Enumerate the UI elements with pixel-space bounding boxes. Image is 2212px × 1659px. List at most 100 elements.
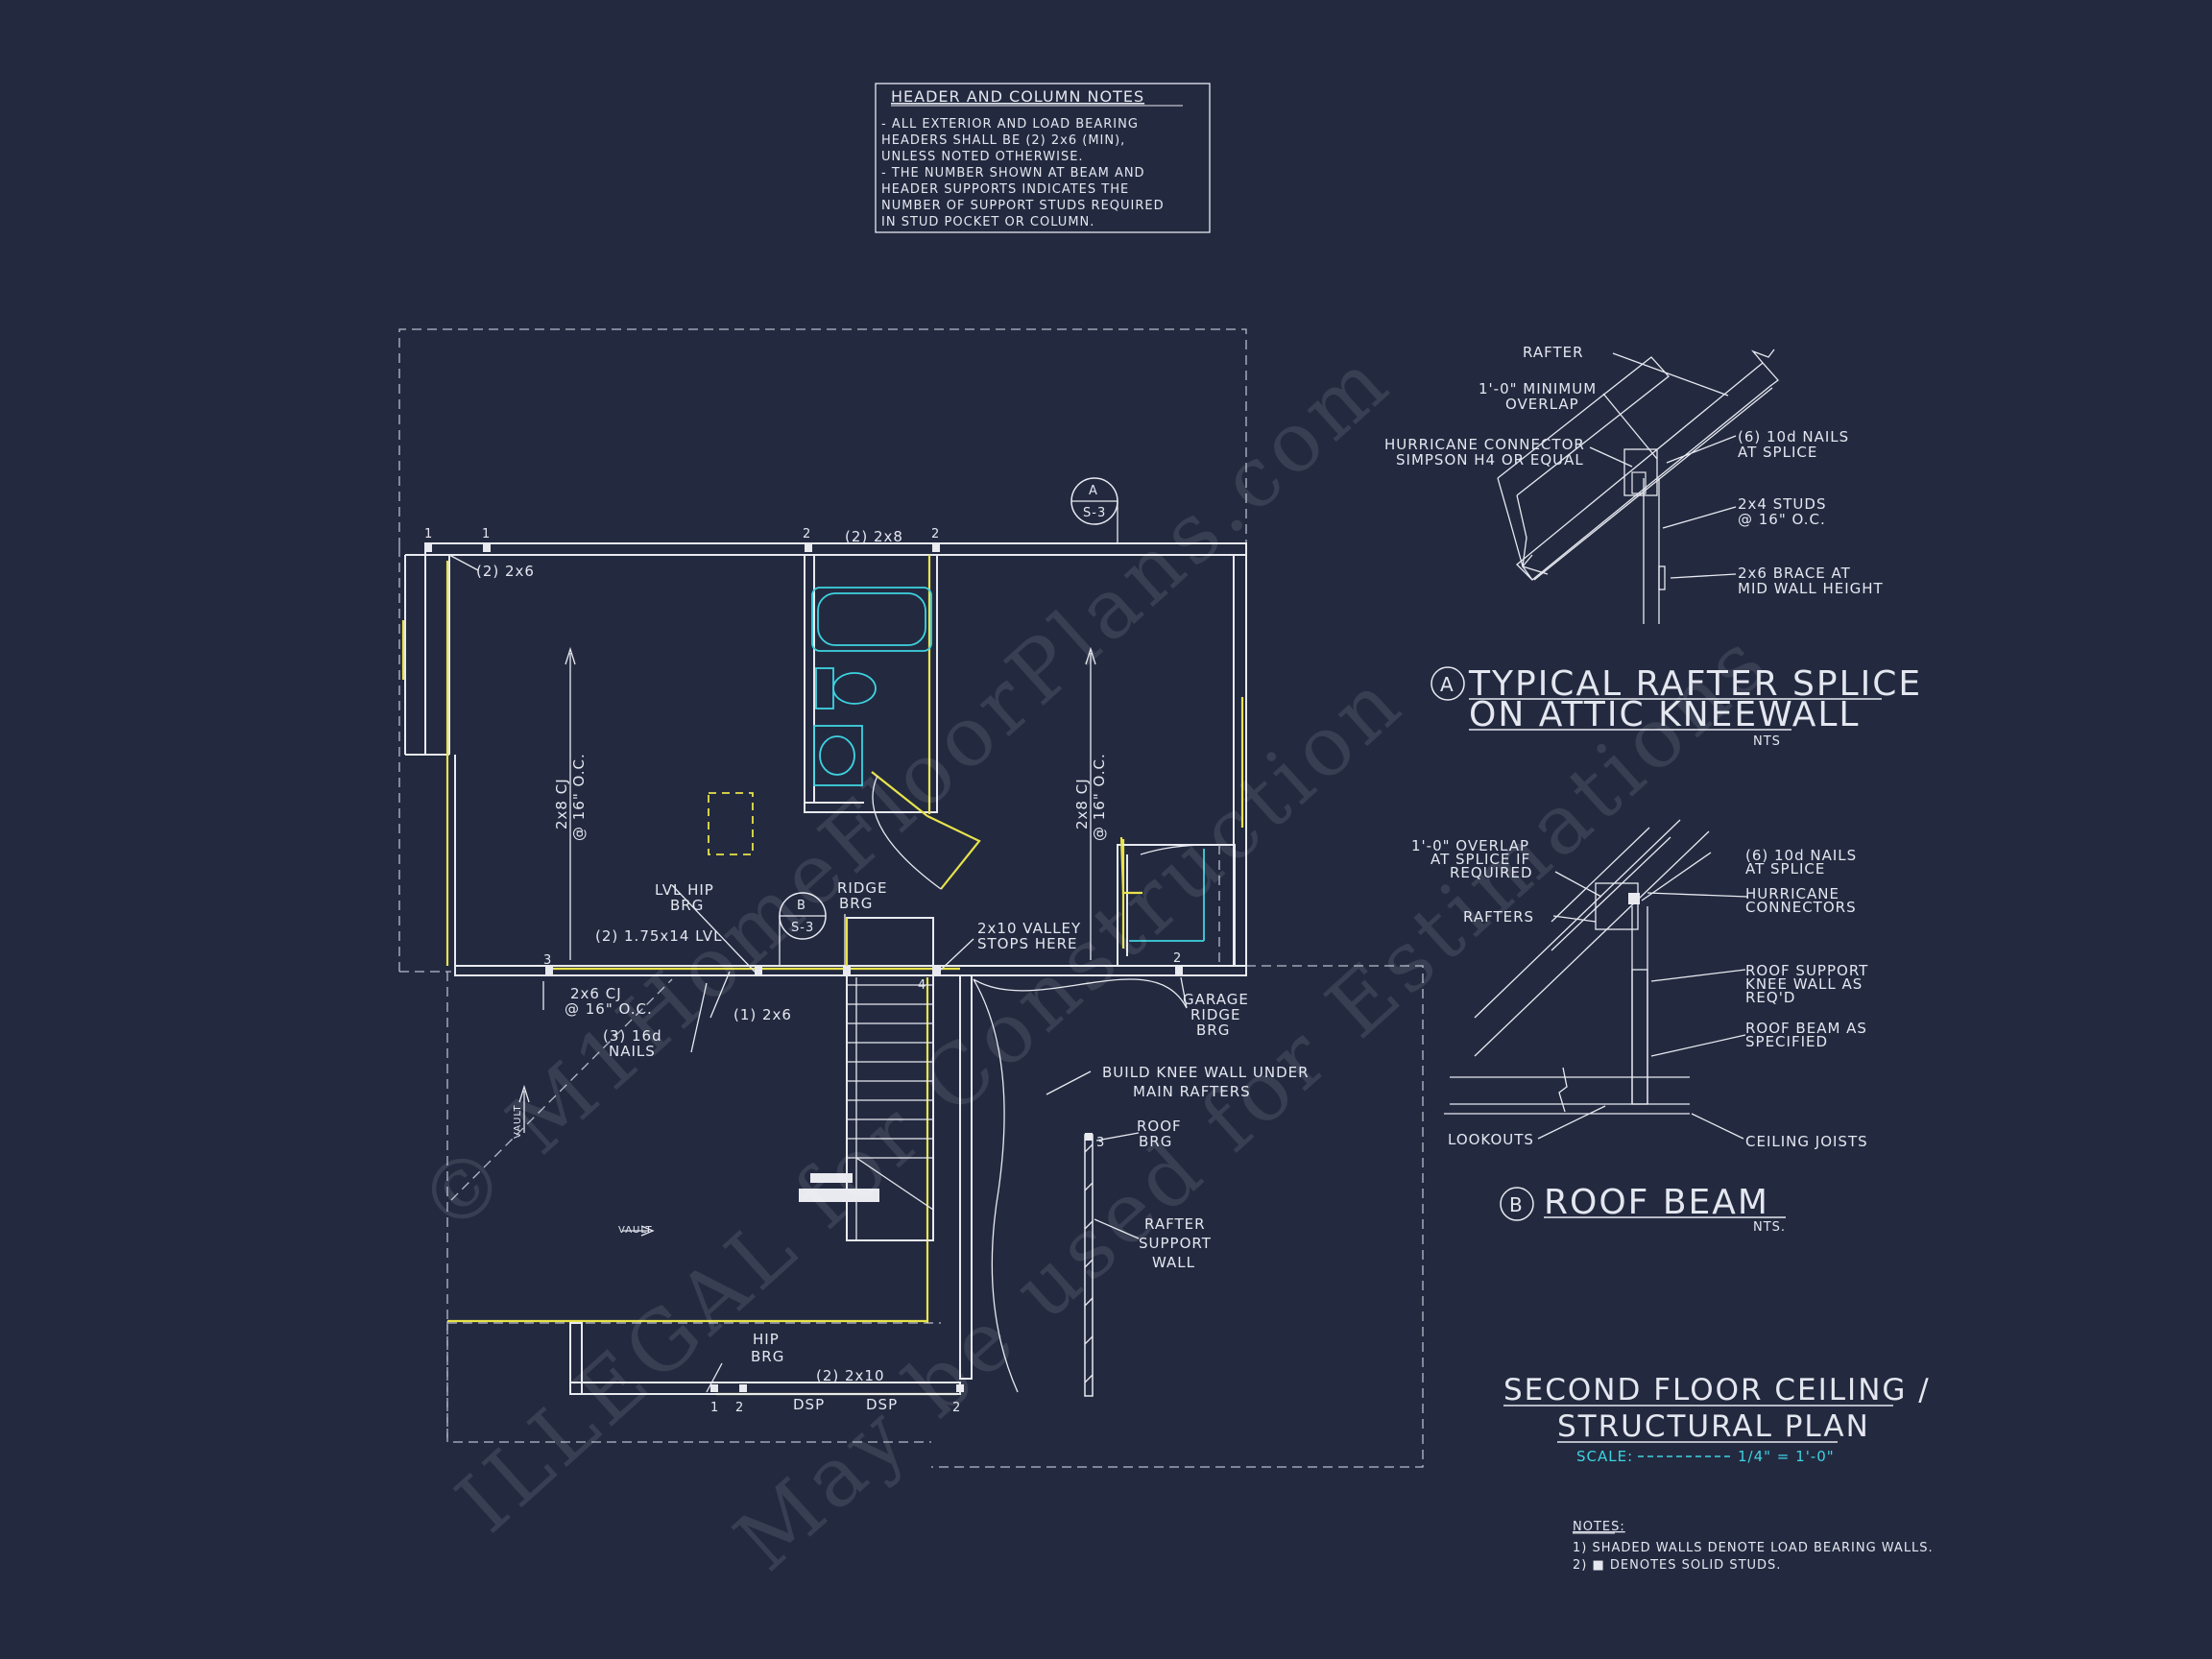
lvl-hip-label: BRG bbox=[670, 897, 704, 914]
detail-b-knee: ROOF SUPPORT bbox=[1745, 962, 1868, 979]
cj-lower-spacing: @ 16" O.C. bbox=[565, 1000, 653, 1018]
dsp-label: DSP bbox=[793, 1396, 825, 1413]
stud-count: 2 bbox=[952, 1401, 961, 1415]
stud-count: 1 bbox=[710, 1401, 719, 1415]
cj-left-spacing: @ 16" O.C. bbox=[570, 753, 588, 841]
hip-brg-label: HIP bbox=[753, 1331, 780, 1348]
header-notes-line: HEADER SUPPORTS INDICATES THE bbox=[881, 182, 1129, 197]
detail-a-brace: 2x6 BRACE AT bbox=[1738, 565, 1851, 582]
detail-a-studs: 2x4 STUDS bbox=[1738, 495, 1826, 513]
detail-b-hurricane: HURRICANE bbox=[1745, 885, 1839, 902]
scale-label: SCALE: bbox=[1576, 1448, 1633, 1465]
stud-count: 1 bbox=[424, 527, 433, 541]
detail-b-beam: ROOF BEAM AS bbox=[1745, 1020, 1867, 1037]
cj-right-spacing: @ 16" O.C. bbox=[1091, 753, 1108, 841]
floor-plan bbox=[398, 328, 1424, 1468]
header-notes-line: UNLESS NOTED OTHERWISE. bbox=[881, 150, 1084, 164]
cj-left-label: 2x8 CJ bbox=[553, 778, 570, 830]
section-a-letter: A bbox=[1089, 484, 1098, 498]
detail-b-knee: REQ'D bbox=[1745, 989, 1795, 1006]
section-b-sheet: S-3 bbox=[791, 921, 814, 935]
detail-a-hurricane: HURRICANE CONNECTOR bbox=[1384, 436, 1585, 453]
rafter-wall-label: WALL bbox=[1152, 1254, 1195, 1271]
detail-a-nails: AT SPLICE bbox=[1738, 444, 1817, 461]
plan-title-line: STRUCTURAL PLAN bbox=[1557, 1409, 1870, 1444]
header-notes-box: HEADER AND COLUMN NOTES - ALL EXTERIOR A… bbox=[875, 83, 1211, 233]
ridge-label: RIDGE bbox=[837, 879, 888, 897]
detail-b-hurricane: CONNECTORS bbox=[1745, 899, 1857, 916]
general-notes: NOTES: 1) SHADED WALLS DENOTE LOAD BEARI… bbox=[1573, 1520, 1934, 1573]
detail-a-hurricane: SIMPSON H4 OR EQUAL bbox=[1396, 451, 1584, 469]
detail-b-overlap: AT SPLICE IF bbox=[1431, 851, 1530, 868]
lvl-beam-label: (2) 1.75x14 LVL bbox=[595, 927, 722, 945]
plan-labels: 1 1 2 2 (2) 2x8 (2) 2x6 A S-3 B S-3 2x8 … bbox=[424, 484, 1310, 1415]
plan-title-block: SECOND FLOOR CEILING / STRUCTURAL PLAN S… bbox=[1503, 1373, 1931, 1465]
detail-b-labels: 1'-0" OVERLAP AT SPLICE IF REQUIRED (6) … bbox=[1411, 837, 1868, 1235]
detail-a-marker-circle bbox=[1431, 666, 1465, 701]
stud-count: 3 bbox=[1096, 1136, 1105, 1150]
top-header-label: (2) 2x8 bbox=[845, 528, 903, 545]
detail-a-overlap: OVERLAP bbox=[1505, 396, 1579, 413]
plan-title-line: SECOND FLOOR CEILING / bbox=[1503, 1373, 1931, 1407]
detail-a-nails: (6) 10d NAILS bbox=[1738, 428, 1849, 445]
detail-a-marker: A bbox=[1440, 673, 1455, 696]
detail-a-title: ON ATTIC KNEEWALL bbox=[1469, 695, 1860, 734]
detail-b-rafters: RAFTERS bbox=[1463, 908, 1534, 926]
detail-b-marker: B bbox=[1509, 1193, 1524, 1216]
scale-value: 1/4" = 1'-0" bbox=[1738, 1448, 1835, 1465]
header-notes-line: NUMBER OF SUPPORT STUDS REQUIRED bbox=[881, 199, 1165, 213]
notes-line: 2) ■ DENOTES SOLID STUDS. bbox=[1573, 1558, 1781, 1573]
detail-a-drawing bbox=[1497, 349, 1779, 624]
knee-wall-label: MAIN RAFTERS bbox=[1133, 1083, 1251, 1100]
rafter-wall-label: RAFTER bbox=[1144, 1215, 1206, 1233]
detail-a-brace: MID WALL HEIGHT bbox=[1738, 580, 1884, 597]
detail-b-marker-circle bbox=[1500, 1187, 1534, 1221]
detail-b-knee: KNEE WALL AS bbox=[1745, 975, 1863, 993]
detail-b-drawing bbox=[1444, 819, 1748, 1140]
ridge-label: BRG bbox=[839, 895, 873, 912]
header-notes-title: HEADER AND COLUMN NOTES bbox=[891, 87, 1144, 106]
stud-count: 2 bbox=[931, 527, 940, 541]
vault-label: VAULT bbox=[618, 1225, 653, 1236]
header-notes-line: HEADERS SHALL BE (2) 2x6 (MIN), bbox=[881, 133, 1125, 148]
notes-title: NOTES: bbox=[1573, 1520, 1625, 1534]
header-notes-line: IN STUD POCKET OR COLUMN. bbox=[881, 215, 1094, 229]
notes-line: 1) SHADED WALLS DENOTE LOAD BEARING WALL… bbox=[1573, 1541, 1934, 1555]
detail-b-overlap: 1'-0" OVERLAP bbox=[1411, 837, 1529, 854]
section-a-sheet: S-3 bbox=[1083, 506, 1106, 520]
bottom-header-label: (2) 2x10 bbox=[816, 1367, 885, 1384]
cj-right-label: 2x8 CJ bbox=[1073, 778, 1091, 830]
nails-label: NAILS bbox=[609, 1043, 656, 1060]
section-b-letter: B bbox=[797, 899, 806, 913]
detail-a-overlap: 1'-0" MINIMUM bbox=[1479, 380, 1597, 397]
dsp-label: DSP bbox=[866, 1396, 898, 1413]
one-2x6-label: (1) 2x6 bbox=[733, 1006, 792, 1023]
detail-a-title: TYPICAL RAFTER SPLICE bbox=[1468, 664, 1922, 704]
header-notes-line: - THE NUMBER SHOWN AT BEAM AND bbox=[881, 166, 1145, 180]
stud-count: 3 bbox=[543, 953, 552, 968]
roof-brg-label: BRG bbox=[1139, 1133, 1172, 1150]
garage-ridge-label: BRG bbox=[1196, 1022, 1230, 1039]
detail-b-scale: NTS. bbox=[1753, 1220, 1786, 1235]
stud-count: 1 bbox=[482, 527, 491, 541]
garage-ridge-label: GARAGE bbox=[1183, 991, 1249, 1008]
rafter-wall-label: SUPPORT bbox=[1139, 1235, 1212, 1252]
valley-label: STOPS HERE bbox=[977, 935, 1077, 952]
cj-lower-label: 2x6 CJ bbox=[570, 985, 622, 1002]
nails-label: (3) 16d bbox=[603, 1027, 662, 1045]
detail-b-beam: SPECIFIED bbox=[1745, 1033, 1828, 1050]
vault-label: VAULT bbox=[513, 1104, 523, 1139]
garage-ridge-label: RIDGE bbox=[1190, 1006, 1241, 1023]
valley-label: 2x10 VALLEY bbox=[977, 920, 1081, 937]
detail-a-scale: NTS bbox=[1753, 734, 1781, 749]
lvl-hip-label: LVL HIP bbox=[655, 881, 714, 899]
detail-b-title: ROOF BEAM bbox=[1544, 1183, 1769, 1222]
detail-a-studs: @ 16" O.C. bbox=[1738, 511, 1826, 528]
detail-a-labels: RAFTER 1'-0" MINIMUM OVERLAP HURRICANE C… bbox=[1384, 344, 1922, 749]
roof-brg-label: ROOF bbox=[1137, 1118, 1182, 1135]
hip-brg-label: BRG bbox=[751, 1348, 784, 1365]
knee-wall-label: BUILD KNEE WALL UNDER bbox=[1102, 1064, 1310, 1081]
header-notes-line: - ALL EXTERIOR AND LOAD BEARING bbox=[881, 117, 1139, 132]
detail-b-nails: (6) 10d NAILS bbox=[1745, 847, 1857, 864]
stud-count: 4 bbox=[918, 978, 926, 993]
